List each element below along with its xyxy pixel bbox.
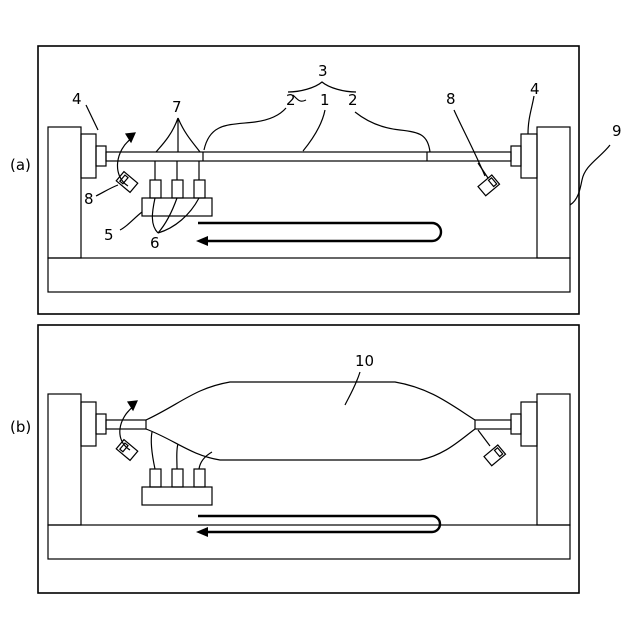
left-pillar-b [48, 394, 81, 525]
label-5: 5 [104, 226, 114, 244]
panel-b: (b) 10 [10, 325, 579, 593]
leader-cladding-left [204, 108, 286, 150]
label-4-left: 4 [72, 90, 82, 108]
heater-3-b [194, 469, 205, 487]
heater-2 [172, 180, 183, 198]
left-clamp-jaw [96, 146, 106, 166]
label-2-right: 2 [348, 91, 358, 109]
right-clamp-jaw-b [511, 414, 521, 434]
electrode-1-b [151, 432, 155, 469]
panel-b-label: (b) [10, 418, 31, 436]
rotation-arrowhead [126, 133, 135, 142]
label-9: 9 [612, 122, 622, 140]
label-3: 3 [318, 62, 328, 80]
panel-a-frame [38, 46, 579, 314]
label-1: 1 [320, 91, 330, 109]
leader-clamp-left [86, 105, 98, 130]
right-gauge-stem-b [478, 430, 490, 446]
right-gauge-b [484, 445, 506, 466]
fiber-rod [106, 152, 511, 161]
leader-cladding-right [355, 112, 430, 152]
movement-arrowhead-b [196, 527, 208, 537]
leader-core [303, 110, 325, 151]
left-pillar [48, 127, 81, 258]
left-clamp-b [81, 402, 96, 446]
right-clamp-b [521, 402, 537, 446]
heater-base-b [142, 487, 212, 505]
label-8-left: 8 [84, 190, 94, 208]
left-gauge-b [116, 440, 138, 461]
leader-clamp-right [528, 96, 534, 134]
label-2-left: 2 [286, 91, 296, 109]
panel-a: (a) 3 2 1 2 4 4 7 8 8 5 6 9 [10, 46, 622, 314]
left-gauge [116, 172, 138, 193]
heater-1 [150, 180, 161, 198]
left-clamp-jaw-b [96, 414, 106, 434]
right-clamp-jaw [511, 146, 521, 166]
right-pillar-b [537, 394, 570, 525]
preform-top [146, 382, 475, 420]
label-4-right: 4 [530, 80, 540, 98]
rotation-arrow [117, 138, 132, 186]
preform-bottom [146, 429, 475, 460]
leader-electrode-1 [156, 118, 178, 152]
electrode-2-b [177, 444, 178, 469]
label-8-right: 8 [446, 90, 456, 108]
panel-a-label: (a) [10, 156, 31, 174]
heater-2-b [172, 469, 183, 487]
movement-arrow-a [198, 223, 441, 241]
leader-preform [345, 372, 360, 405]
movement-arrow-b [198, 516, 440, 532]
leader-gauge-left [96, 185, 118, 196]
base-platform [48, 258, 570, 292]
label-6: 6 [150, 234, 160, 252]
movement-arrowhead-a [196, 236, 208, 246]
right-stub-b [475, 420, 511, 429]
leader-electrode-3 [178, 118, 200, 152]
rotation-arrow-b [120, 406, 134, 450]
right-clamp [521, 134, 537, 178]
rotation-arrowhead-b [128, 401, 137, 410]
label-7: 7 [172, 98, 182, 116]
panel-b-frame [38, 325, 579, 593]
base-platform-b [48, 525, 570, 559]
leader-gauge-right [454, 110, 485, 176]
heater-3 [194, 180, 205, 198]
leader-enclosure [570, 145, 610, 205]
heater-1-b [150, 469, 161, 487]
leader-heater-base [120, 212, 142, 230]
right-pillar [537, 127, 570, 258]
label-10: 10 [355, 352, 374, 370]
left-clamp [81, 134, 96, 178]
right-gauge [478, 175, 500, 196]
left-stub-b [106, 420, 146, 429]
